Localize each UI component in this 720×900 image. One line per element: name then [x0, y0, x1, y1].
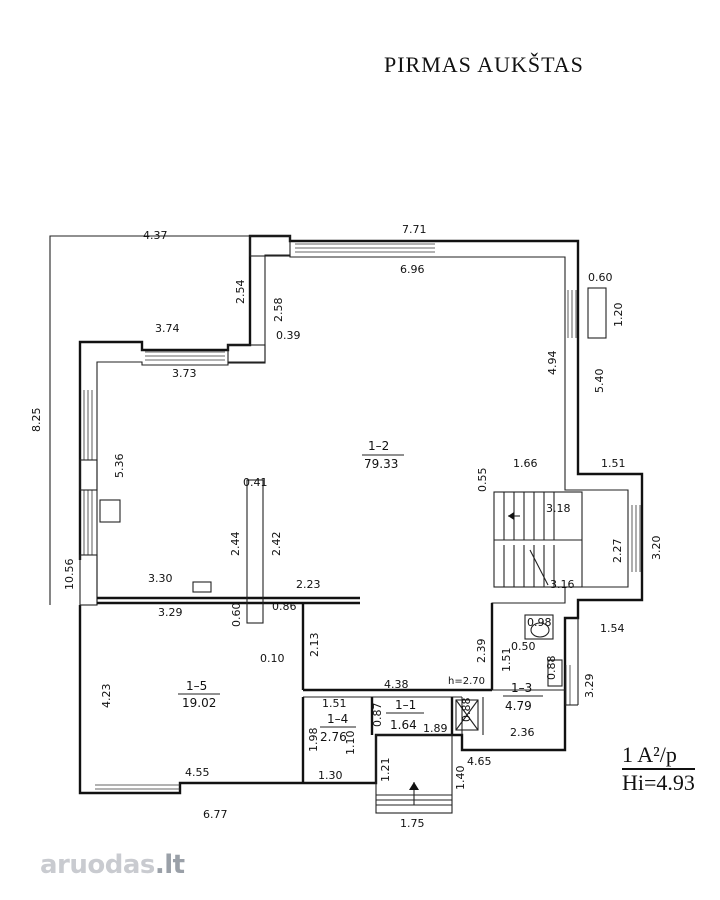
partition-column	[246, 479, 264, 624]
dim-label: 3.20	[650, 536, 663, 561]
dim-label: 4.55	[185, 766, 210, 779]
dim-label: 2.44	[229, 532, 242, 557]
room-label: 1–3	[511, 681, 532, 695]
dim-label: 3.18	[546, 502, 571, 515]
dim-label: 2.27	[611, 539, 624, 564]
dim-label: 2.42	[270, 532, 283, 557]
dim-label: 1.21	[379, 758, 392, 783]
dim-label: 1.51	[500, 648, 513, 673]
dim-label: 1.20	[612, 303, 625, 328]
entrance-steps	[375, 734, 453, 814]
room-area: 2.76	[320, 730, 347, 744]
dim-label: 3.29	[158, 606, 183, 619]
dim-label: 8.25	[30, 408, 43, 433]
dim-label: 6.77	[203, 808, 228, 821]
dim-label: 1.51	[601, 457, 626, 470]
dim-label: 1.40	[454, 766, 467, 791]
dim-label: 3.30	[148, 572, 173, 585]
dim-label: 5.36	[113, 454, 126, 479]
window-top	[295, 243, 435, 253]
dim-label: 4.37	[143, 229, 168, 242]
watermark-suffix: .lt	[154, 850, 185, 880]
dim-label: 3.16	[550, 578, 575, 591]
scale-line-1: 1 A²/p	[622, 742, 677, 767]
dim-label: 3.74	[155, 322, 180, 335]
dim-label: 0.86	[272, 600, 297, 613]
window-right-stair	[631, 505, 641, 572]
room-area: 19.02	[182, 696, 216, 710]
dim-label: 4.65	[467, 755, 492, 768]
dim-label: 2.39	[475, 639, 488, 664]
dim-label: 0.87	[371, 703, 384, 728]
floor-title: PIRMAS AUKŠTAS	[384, 52, 584, 77]
dim-label: 0.98	[527, 616, 552, 629]
pier	[79, 459, 98, 491]
terrace-outline	[49, 235, 250, 605]
dim-label: 1.98	[307, 728, 320, 753]
sink-basin-icon	[530, 622, 550, 638]
dim-label: 6.96	[400, 263, 425, 276]
dim-label: 2.36	[510, 726, 535, 739]
window-bottom-left	[95, 784, 180, 790]
dim-label: 3.73	[172, 367, 197, 380]
dim-label: 7.71	[402, 223, 427, 236]
scale-line-2: Hi=4.93	[622, 768, 695, 795]
window-left-upper	[83, 390, 93, 460]
dim-label: 0.39	[276, 329, 301, 342]
pier	[79, 554, 98, 606]
dim-label: 4.38	[384, 678, 409, 691]
dim-label: 0.60	[230, 603, 243, 628]
window-frame-right	[587, 287, 607, 339]
dim-label: 0.10	[260, 652, 285, 665]
window-small-wc	[565, 665, 571, 705]
dim-label: 0.88	[460, 698, 473, 723]
watermark-brand: aruodas	[40, 850, 155, 880]
dim-label: 1.89	[423, 722, 448, 735]
dim-label: 1.30	[318, 769, 343, 782]
dim-label: 0.88	[545, 656, 558, 681]
dim-label: 2.13	[308, 633, 321, 658]
dim-label: 1.75	[400, 817, 425, 830]
dim-label: 1.54	[600, 622, 625, 635]
staircase	[493, 491, 583, 588]
dim-label: 10.56	[63, 559, 76, 591]
door-hatch	[455, 699, 479, 731]
room-label: 1–5	[186, 679, 207, 693]
scale-note: 1 A²/p Hi=4.93	[622, 742, 695, 796]
window-left-lower	[83, 490, 93, 555]
dim-label: 1.10	[344, 731, 357, 756]
dim-label: 0.41	[243, 476, 268, 489]
dim-label: 0.50	[511, 640, 536, 653]
dim-label: 1.51	[322, 697, 347, 710]
pier	[227, 344, 266, 364]
pier	[249, 235, 291, 257]
dim-label: 0.60	[588, 271, 613, 284]
room-area: 4.79	[505, 699, 532, 713]
cabinet-icon	[99, 499, 121, 523]
radiator-icon	[192, 581, 212, 593]
dim-label: 2.54	[234, 280, 247, 305]
toilet-icon	[547, 659, 563, 687]
room-label: 1–2	[368, 439, 389, 453]
room-label: 1–4	[327, 712, 348, 726]
room-area: 1.64	[390, 718, 417, 732]
sink-icon	[524, 614, 554, 640]
dim-label: 0.55	[476, 468, 489, 493]
window-upper-left	[145, 351, 225, 361]
dim-label: 5.40	[593, 369, 606, 394]
dim-label: 2.23	[296, 578, 321, 591]
window-right-top	[567, 290, 577, 338]
watermark: aruodas.lt	[40, 850, 185, 880]
room-label: 1–1	[395, 698, 416, 712]
dim-label: 3.29	[583, 674, 596, 699]
dim-label: 1.66	[513, 457, 538, 470]
room-area: 79.33	[364, 457, 398, 471]
dim-label: 4.94	[546, 351, 559, 376]
dim-label: 4.23	[100, 684, 113, 709]
dim-label: 2.58	[272, 298, 285, 323]
dim-label: h=2.70	[448, 676, 485, 687]
